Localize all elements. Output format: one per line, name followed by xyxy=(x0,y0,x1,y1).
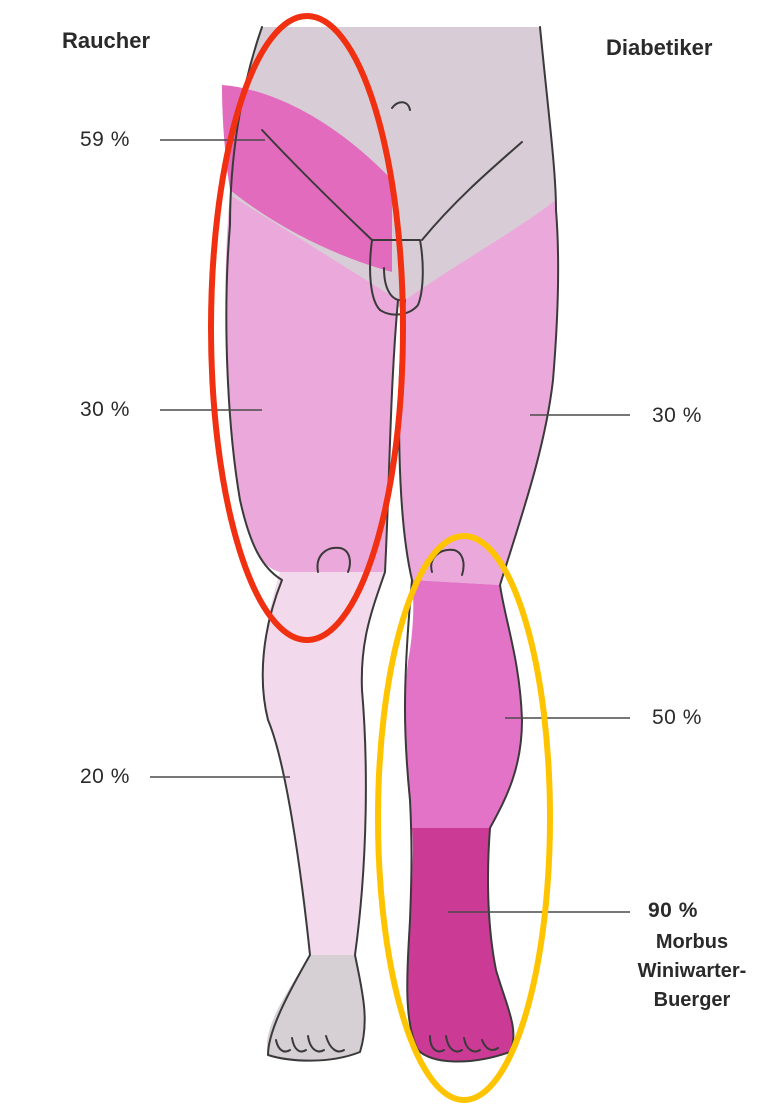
right-lower-leg-region xyxy=(405,580,522,828)
disease-line-1: Morbus xyxy=(612,928,772,957)
heading-diabetics: Diabetiker xyxy=(606,35,712,61)
disease-line-2: Winiwarter- xyxy=(612,957,772,986)
disease-line-3: Buerger xyxy=(612,986,772,1015)
label-diabetic-foot: 90 % xyxy=(648,899,698,923)
right-foot-region xyxy=(407,828,513,1062)
label-smoker-lower-leg: 20 % xyxy=(80,765,130,789)
label-diabetic-lower-leg: 50 % xyxy=(652,706,702,730)
label-smoker-pelvis: 59 % xyxy=(80,128,130,152)
label-diabetic-thigh: 30 % xyxy=(652,404,702,428)
label-smoker-thigh: 30 % xyxy=(80,398,130,422)
heading-smokers: Raucher xyxy=(62,28,150,54)
disease-name: Morbus Winiwarter- Buerger xyxy=(612,928,772,1015)
